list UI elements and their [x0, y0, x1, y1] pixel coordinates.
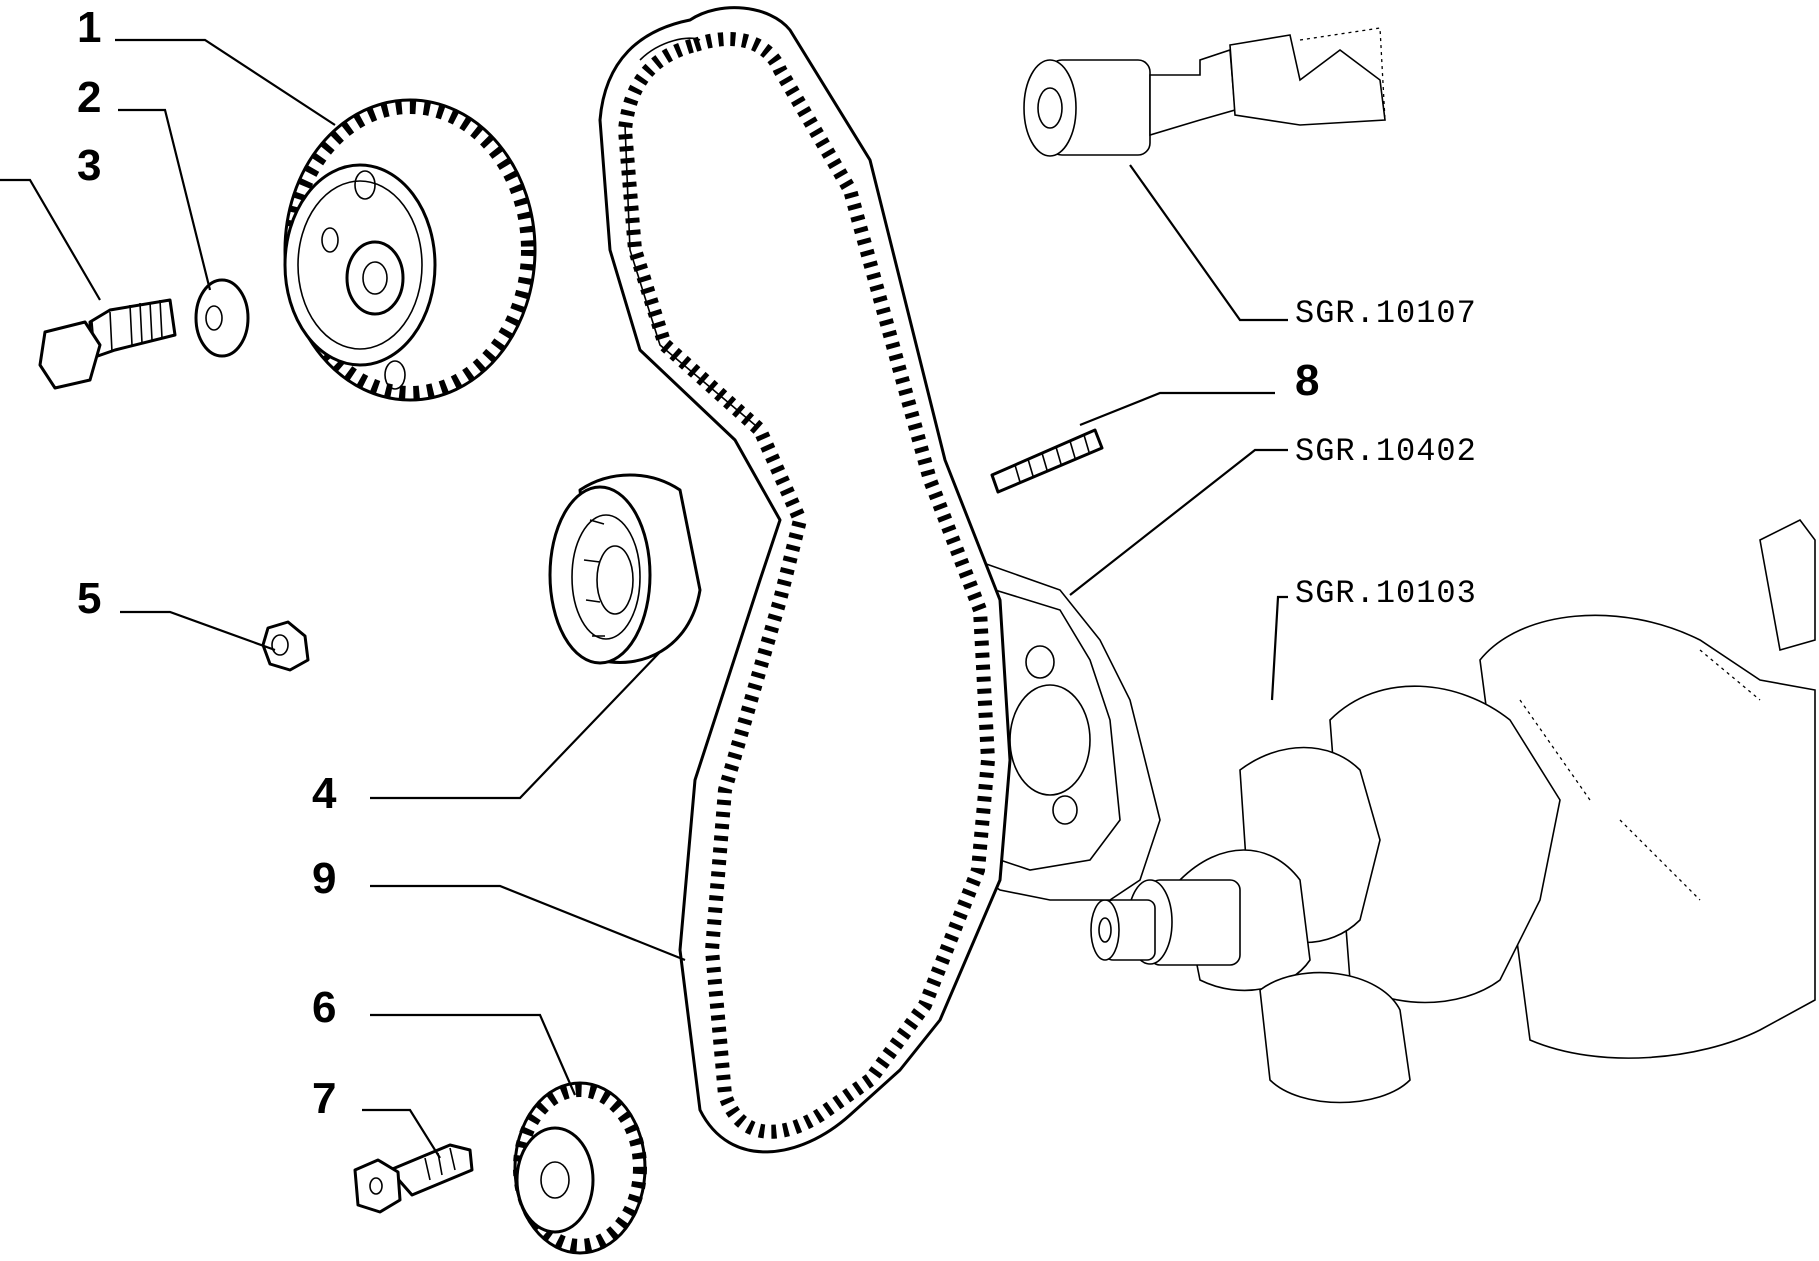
callout-6: 6 [312, 983, 336, 1032]
cam-pulley-bolt [38, 298, 177, 390]
camshaft-drawing [1023, 27, 1386, 157]
timing-belt [598, 6, 1012, 1154]
callout-4: 4 [312, 769, 337, 818]
crankshaft-pulley [513, 1081, 647, 1255]
ref-camshaft: SGR.10107 [1295, 295, 1477, 332]
belt-tensioner [548, 473, 702, 665]
engine-housing-drawing [969, 558, 1161, 901]
stud [990, 428, 1104, 494]
callout-5: 5 [77, 574, 101, 623]
callout-8: 8 [1295, 356, 1319, 405]
callout-1: 1 [77, 3, 101, 52]
reference-labels: SGR.10107 SGR.10402 SGR.10103 [1295, 295, 1477, 612]
callout-labels: 1 2 3 5 4 9 6 7 8 [77, 3, 1319, 1123]
callout-9: 9 [312, 854, 336, 903]
callout-2: 2 [77, 73, 101, 122]
crankshaft-drawing [1090, 518, 1816, 1104]
ref-crankshaft: SGR.10103 [1295, 575, 1477, 612]
leader-lines [0, 38, 1288, 1159]
camshaft-pulley [283, 98, 537, 402]
callout-3: 3 [77, 141, 101, 190]
callout-7: 7 [312, 1074, 336, 1123]
crank-pulley-bolt [353, 1143, 474, 1214]
tensioner-nut [261, 620, 310, 672]
ref-housing: SGR.10402 [1295, 433, 1477, 470]
washer [194, 278, 250, 358]
